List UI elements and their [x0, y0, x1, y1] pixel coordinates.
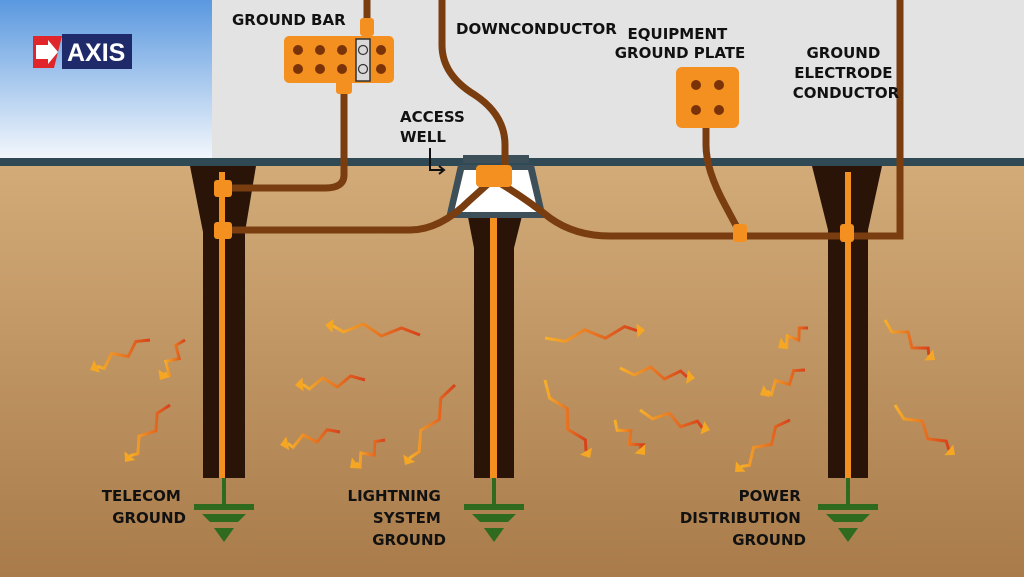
bolt-arrowhead-icon [760, 384, 771, 398]
bolt [893, 404, 951, 451]
bolt-arrowhead-icon [90, 360, 101, 373]
bolt [355, 438, 386, 470]
bolt [883, 319, 931, 356]
equipment-plate-wire [702, 124, 744, 237]
lightning-power-bond [494, 0, 904, 240]
ground-symbol-icon [194, 478, 254, 542]
bolt [332, 322, 421, 338]
electrode-conductor-label: GROUND ELECTRODE CONDUCTOR [793, 44, 900, 102]
bolt-arrowhead-icon [636, 323, 645, 338]
access-well [446, 155, 546, 218]
equipment-ground-plate [676, 67, 739, 128]
bolt [163, 338, 186, 377]
bolt-arrowhead-icon [124, 451, 136, 462]
bolt [96, 338, 151, 371]
ground-bar-label: GROUND BAR [232, 11, 346, 29]
ground-bar-wire-down [222, 84, 348, 192]
bolt [613, 419, 646, 450]
bolt-arrowhead-icon [686, 370, 695, 384]
bolt-arrowhead-icon [778, 337, 789, 350]
ground-symbol-icon [464, 478, 524, 542]
downconductor-label: DOWNCONDUCTOR [456, 20, 617, 38]
bolt [286, 428, 341, 450]
wires [222, 0, 904, 240]
sky [0, 0, 214, 160]
bolt-arrowhead-icon [350, 457, 361, 469]
bolt-arrowhead-icon [403, 454, 416, 465]
bolt [408, 383, 457, 460]
logo-text: AXIS [67, 39, 125, 67]
bolt-arrowhead-icon [634, 444, 646, 455]
bolt [543, 379, 588, 452]
ground-bar [284, 36, 394, 83]
lightning-ground-label: LIGHTNING SYSTEM GROUND [348, 487, 446, 549]
bolt [129, 403, 171, 458]
bolt-arrowhead-icon [735, 461, 746, 472]
bolt-arrowhead-icon [579, 447, 593, 458]
bolt-arrowhead-icon [924, 349, 935, 361]
bolt [619, 365, 689, 381]
access-well-arrow-icon [429, 148, 446, 175]
bolt-arrowhead-icon [158, 369, 171, 380]
access-well-label: ACCESS WELL [400, 108, 470, 146]
telecom-rod [190, 166, 256, 478]
bolt [740, 418, 791, 468]
bolt-arrowhead-icon [700, 421, 710, 435]
telecom-lightning-bond [222, 178, 494, 234]
bolt [639, 408, 704, 429]
lightning-rod [467, 180, 523, 478]
bolt [302, 374, 366, 391]
bolt-arrowhead-icon [295, 377, 304, 392]
bolt-arrowhead-icon [280, 436, 290, 451]
downconductor-wire [438, 0, 509, 182]
equipment-plate-label: EQUIPMENT GROUND PLATE [615, 25, 746, 62]
power-rod [812, 166, 882, 478]
bolt-arrowhead-icon [944, 444, 955, 456]
ground-symbol-icon [818, 478, 878, 542]
axis-logo: AXIS [33, 34, 132, 69]
bolt [544, 324, 638, 343]
telecom-ground-label: TELECOM GROUND [102, 487, 186, 527]
current-dissipation-bolts [90, 318, 955, 472]
power-ground-label: POWER DISTRIBUTION GROUND [680, 487, 806, 549]
bolt-arrowhead-icon [325, 318, 334, 333]
bolt [766, 368, 806, 397]
